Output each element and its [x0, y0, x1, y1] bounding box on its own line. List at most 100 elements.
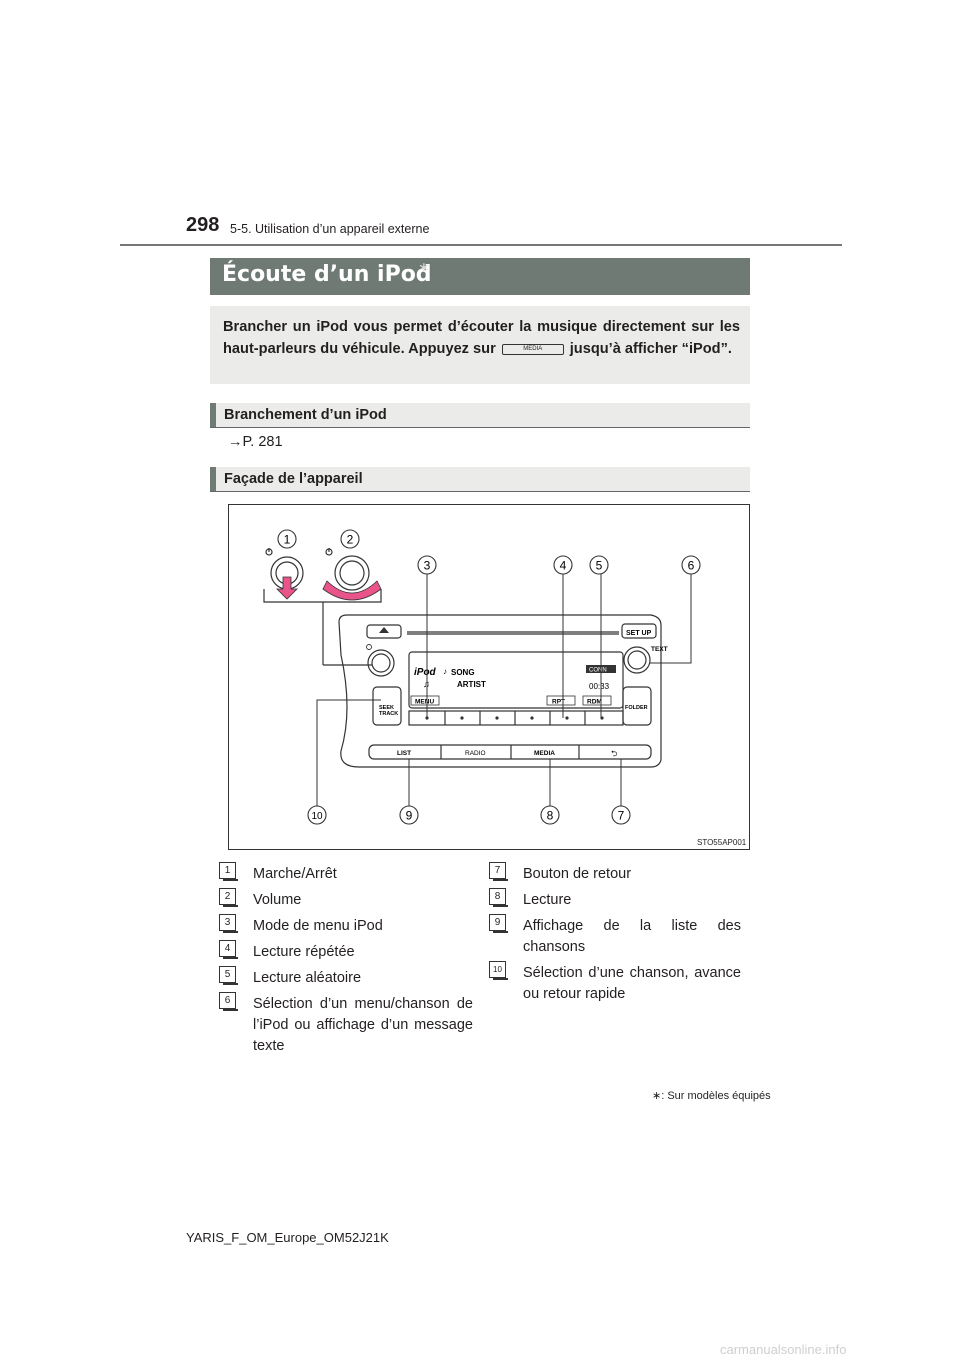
- faceplate-body: [338, 614, 662, 768]
- rpt-label: RPT: [552, 699, 565, 706]
- intro-text-before: Brancher un iPod vous permet d’écouter l…: [223, 319, 740, 357]
- intro-text-after: jusqu’à afficher “iPod”.: [569, 341, 732, 357]
- radio-label: RADIO: [465, 750, 486, 757]
- legend-number-icon: 8: [489, 888, 508, 907]
- legend-text: Lecture aléatoire: [253, 970, 362, 986]
- setup-label: SET UP: [626, 630, 652, 637]
- page-title: Écoute d’un iPod: [222, 262, 432, 287]
- menu-label: MENU: [415, 699, 434, 706]
- subsection-title: Branchement d’un iPod: [224, 407, 387, 423]
- power-symbol-icon: [366, 644, 372, 650]
- media-key-icon: MEDIA: [501, 343, 564, 355]
- svg-text:2: 2: [347, 533, 354, 547]
- eject-icon: [379, 627, 389, 633]
- callout-7: 7: [611, 805, 631, 825]
- legend-item: 5 Lecture aléatoire: [219, 966, 473, 989]
- callout-3: 3: [417, 555, 437, 575]
- header-rule: [120, 244, 842, 246]
- radio-faceplate-figure: SET UP TEXT iPod ♪ SONG ♫ ARTIST CONN 00…: [228, 504, 750, 850]
- svg-text:9: 9: [406, 809, 413, 823]
- music-note-icon: ♪: [443, 667, 447, 676]
- title-footnote-mark: ∗: [418, 259, 430, 275]
- legend-item: 2 Volume: [219, 888, 473, 911]
- title-bar: [210, 258, 750, 295]
- legend-item: 4 Lecture répétée: [219, 940, 473, 963]
- back-arrow-icon: ⮌: [611, 749, 617, 758]
- subsection-bar-connection: Branchement d’un iPod: [210, 403, 750, 428]
- legend-left-column: 1 Marche/Arrêt 2 Volume 3 Mode de menu iPod…: [219, 862, 473, 1062]
- svg-text:7: 7: [618, 809, 625, 823]
- callout-10: 10: [307, 805, 327, 825]
- footer-doc-code: YARIS_F_OM_Europe_OM52J21K: [186, 1230, 389, 1245]
- legend-text: Affichage de la liste des chansons: [523, 918, 741, 955]
- seek-label: SEEK: [379, 705, 394, 711]
- callout-6: 6: [681, 555, 701, 575]
- artist-label: ARTIST: [457, 680, 486, 689]
- legend-item: 6 Sélection d’un menu/chanson de l’iPod o…: [219, 992, 473, 1057]
- legend-item: 9 Affichage de la liste des chansons: [489, 914, 741, 958]
- legend-item: 3 Mode de menu iPod: [219, 914, 473, 937]
- subsection-bar-faceplate: Façade de l’appareil: [210, 467, 750, 492]
- press-arrow-icon: [276, 576, 298, 600]
- menu-tag: [410, 695, 440, 706]
- footnote: ∗: Sur modèles équipés: [652, 1090, 771, 1102]
- legend-text: Sélection d’une chanson, avance ou retou…: [523, 965, 741, 1002]
- power-knob-detail: [263, 548, 382, 666]
- legend-number-icon: 2: [219, 888, 238, 907]
- rdm-tag: [582, 695, 612, 706]
- connect-badge-label: CONN: [589, 668, 607, 674]
- svg-text:4: 4: [560, 559, 567, 573]
- legend-number-icon: 6: [219, 992, 238, 1011]
- folder-label: FOLDER: [625, 705, 648, 711]
- rdm-label: RDM: [587, 699, 602, 706]
- rpt-tag: [546, 695, 576, 706]
- legend-number-icon: 4: [219, 940, 238, 959]
- legend-number-icon: 7: [489, 862, 508, 881]
- svg-text:1: 1: [284, 533, 291, 547]
- ipod-label: iPod: [414, 667, 437, 678]
- legend-text: Volume: [253, 892, 302, 908]
- note-icon: ♫: [423, 679, 430, 689]
- legend-number-icon: 1: [219, 862, 238, 881]
- page-reference-link[interactable]: →P. 281: [228, 434, 283, 450]
- svg-text:8: 8: [547, 809, 554, 823]
- legend-text: Bouton de retour: [523, 866, 632, 882]
- watermark: carmanualsonline.info: [720, 1342, 847, 1357]
- svg-text:6: 6: [688, 559, 695, 573]
- leader-lines: [316, 573, 692, 807]
- legend-number-icon: 5: [219, 966, 238, 985]
- legend-item: 7 Bouton de retour: [489, 862, 741, 885]
- legend-text: Lecture: [523, 892, 572, 908]
- page-number: 298: [186, 214, 220, 236]
- svg-text:3: 3: [424, 559, 431, 573]
- rotate-arrow-icon: [322, 580, 382, 601]
- media-label: MEDIA: [534, 750, 555, 757]
- callout-8: 8: [540, 805, 560, 825]
- text-label: TEXT: [651, 646, 668, 653]
- time-display: 00:33: [589, 682, 610, 691]
- legend-item: 1 Marche/Arrêt: [219, 862, 473, 885]
- legend-text: Lecture répétée: [253, 944, 355, 960]
- svg-text:5: 5: [596, 559, 603, 573]
- callout-4: 4: [553, 555, 573, 575]
- svg-text:10: 10: [311, 811, 323, 822]
- legend-text: Sélection d’un menu/chanson de l’iPod ou…: [253, 996, 473, 1054]
- preset-dots: [425, 716, 604, 720]
- legend-text: Mode de menu iPod: [253, 918, 383, 934]
- radio-faceplate-illustration: SET UP TEXT iPod ♪ SONG ♫ ARTIST CONN 00…: [263, 529, 701, 825]
- callout-1: 1: [277, 529, 297, 549]
- callout-2: 2: [340, 529, 360, 549]
- subsection-title: Façade de l’appareil: [224, 471, 363, 487]
- legend-number-icon: 9: [489, 914, 508, 933]
- song-label: SONG: [451, 668, 475, 677]
- callout-5: 5: [589, 555, 609, 575]
- intro-box: [210, 306, 750, 384]
- legend-number-icon: 3: [219, 914, 238, 933]
- legend-text: Marche/Arrêt: [253, 866, 337, 882]
- callout-9: 9: [399, 805, 419, 825]
- figure-code: STO55AP001: [697, 838, 747, 847]
- track-label: TRACK: [379, 711, 398, 717]
- section-label: 5-5. Utilisation d’un appareil externe: [230, 222, 430, 236]
- intro-text: Brancher un iPod vous permet d’écouter l…: [223, 316, 740, 360]
